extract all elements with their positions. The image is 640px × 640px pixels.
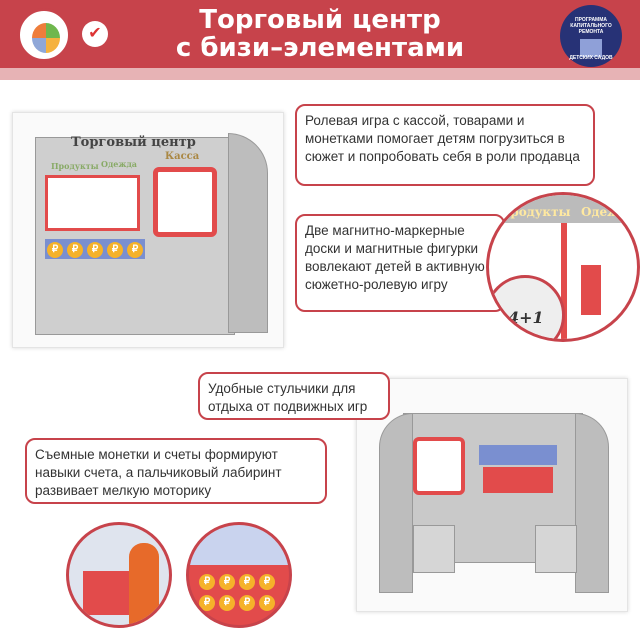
cash-window (153, 167, 217, 237)
stool-right (535, 525, 577, 573)
callout-text: Ролевая игра с кассой, товарами и монетк… (305, 113, 580, 164)
finger-maze (479, 445, 557, 465)
zoom-circle-coins: ₽₽₽₽₽₽₽₽ (186, 522, 292, 628)
ladybug-icon (32, 23, 60, 53)
zoom-circle-child (66, 522, 172, 628)
product-photo-back (356, 378, 628, 612)
window (413, 437, 465, 495)
marker-board: 4+1 (489, 275, 565, 339)
zoom-circle-boards: Продукты Одежда 4+1 (486, 192, 640, 342)
register-label: Касса (165, 151, 200, 162)
callout-role-play: Ролевая игра с кассой, товарами и монетк… (295, 104, 595, 186)
right-arch (575, 413, 609, 593)
logo-bottom-text: ДЕТСКИХ САДОВ (569, 55, 613, 61)
side-arch (228, 133, 268, 333)
callout-text: Съемные монетки и счеты формируют навыки… (35, 447, 282, 498)
coin-panel (83, 571, 133, 615)
boards-header (489, 195, 637, 223)
callout-text: Две магнитно-маркерные доски и магнитные… (305, 223, 485, 292)
check-icon: ✔ (82, 21, 108, 47)
logo-top-text: ПРОГРАММА КАПИТАЛЬНОГО РЕМОНТА (570, 17, 612, 35)
coin-grid: ₽₽₽₽₽₽₽₽ (197, 571, 289, 613)
coin: ₽ (47, 242, 63, 258)
left-arch (379, 413, 413, 593)
coin-row: ₽₽₽₽₽ (45, 239, 145, 259)
coin-panel (483, 467, 553, 493)
dress-icon (581, 265, 601, 315)
callout-coins: Съемные монетки и счеты формируют навыки… (25, 438, 327, 504)
callout-stools: Удобные стульчики для отдыха от подвижны… (198, 372, 390, 420)
marker-text: 4+1 (508, 308, 544, 327)
product-photo-front: Торговый центр Продукты Одежда Касса ₽₽₽… (12, 112, 284, 348)
magnet-board (45, 175, 140, 231)
board-divider (561, 223, 567, 339)
callout-text: Удобные стульчики для отдыха от подвижны… (208, 381, 368, 414)
program-logo: ПРОГРАММА КАПИТАЛЬНОГО РЕМОНТА ДЕТСКИХ С… (560, 5, 622, 67)
callout-magnet-boards: Две магнитно-маркерные доски и магнитные… (295, 214, 505, 312)
child-figure (129, 543, 159, 625)
header-pattern (0, 68, 640, 80)
maze-strip (189, 525, 289, 565)
zoom-board1-label: Продукты (499, 205, 571, 219)
stool-left (413, 525, 455, 573)
board2-label: Одежда (101, 159, 137, 169)
zoom-board2-label: Одежда (581, 205, 635, 219)
sign-text: Торговый центр (71, 135, 196, 150)
building-icon (580, 39, 602, 57)
ladybug-logo: ✔ (17, 8, 108, 62)
title-line-2: с бизи–элементами (175, 33, 465, 63)
title-line-1: Торговый центр (199, 5, 441, 35)
page-title: Торговый центр с бизи–элементами (130, 6, 510, 62)
board1-label: Продукты (51, 161, 99, 171)
